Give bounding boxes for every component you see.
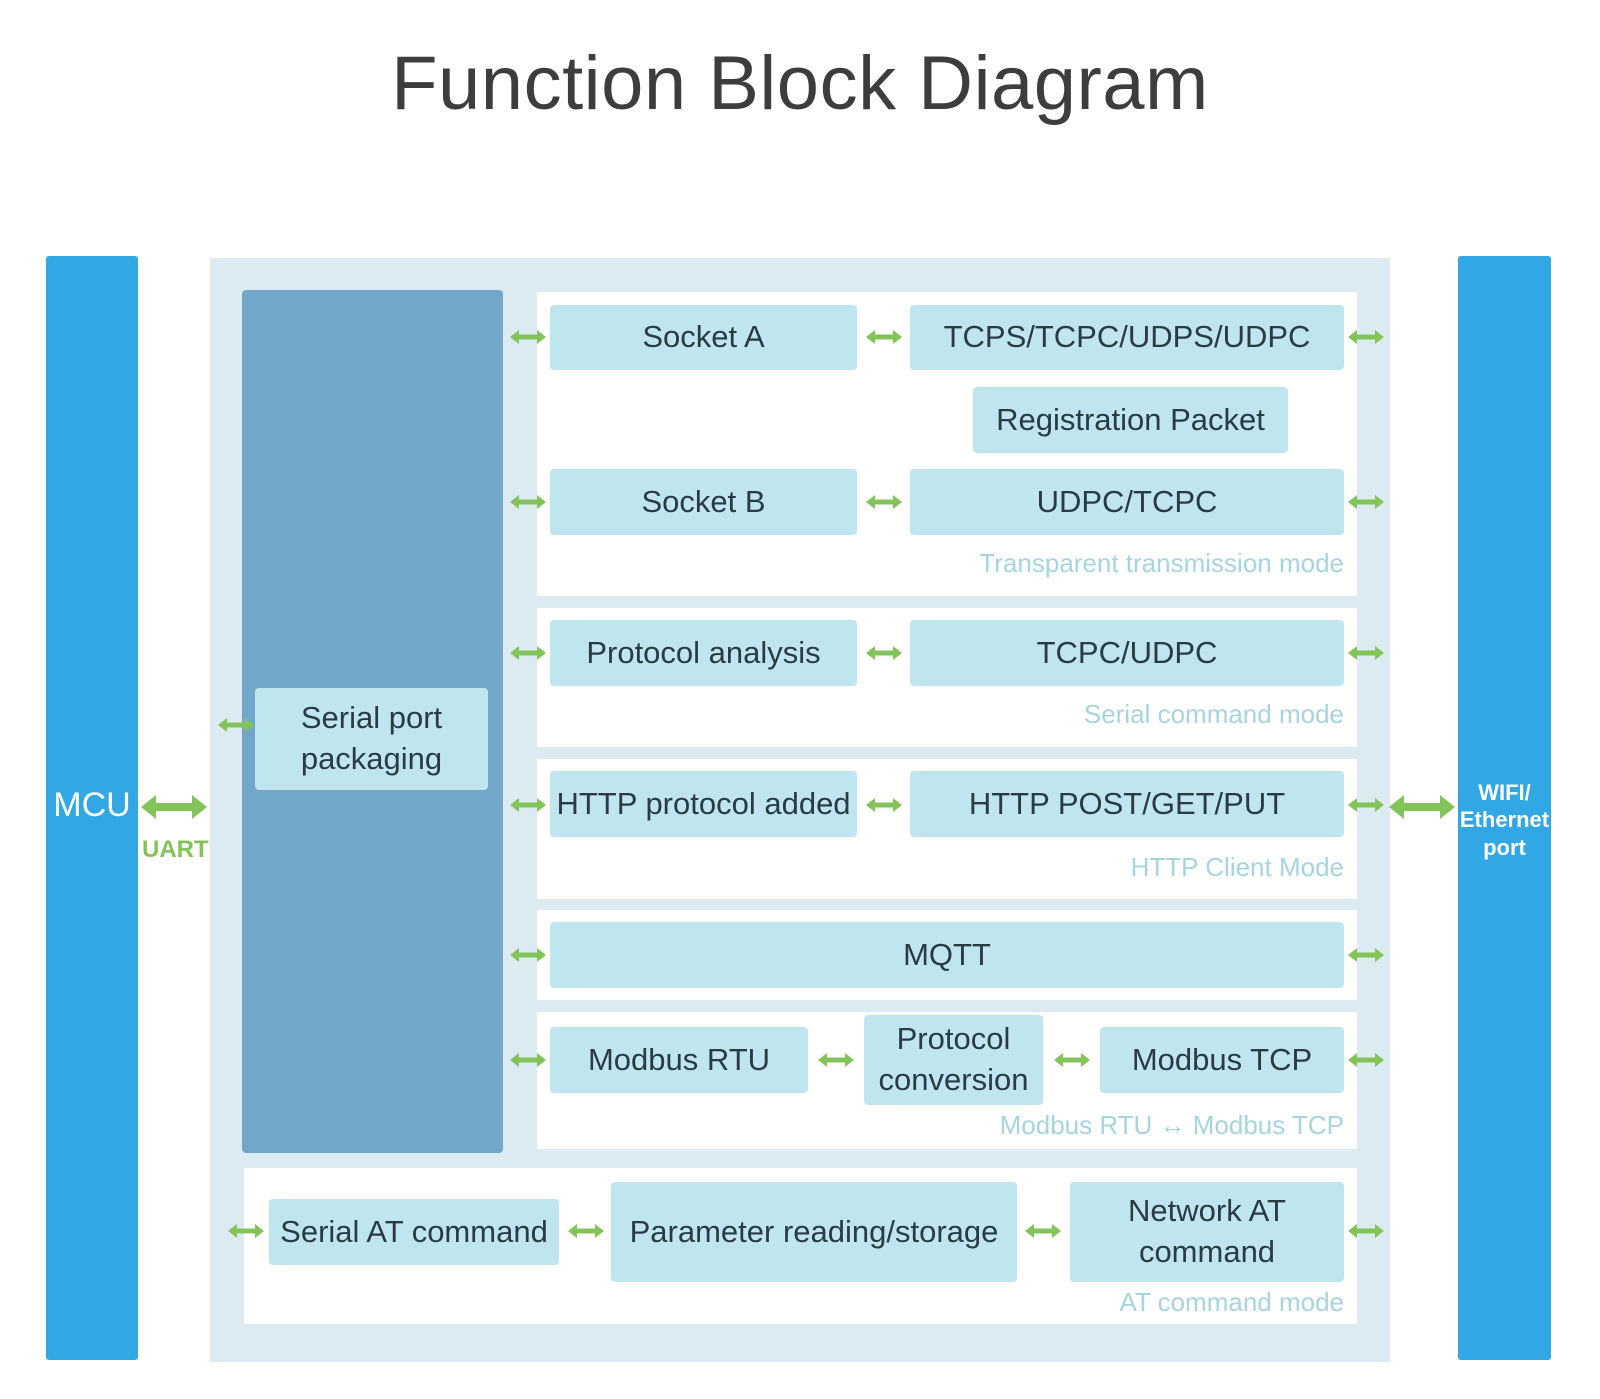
double-arrow-icon — [228, 1224, 264, 1238]
double-arrow-icon — [510, 330, 546, 344]
double-arrow-icon — [510, 1053, 546, 1067]
mcu-bar — [46, 256, 138, 1360]
double-arrow-icon — [1348, 330, 1384, 344]
modbus-rtu-box: Modbus RTU — [550, 1027, 808, 1093]
double-arrow-icon — [1348, 798, 1384, 812]
udpc-tcpc-box: UDPC/TCPC — [910, 469, 1344, 535]
double-arrow-icon — [1054, 1053, 1090, 1067]
serial-command-mode-label: Serial command mode — [1083, 699, 1344, 729]
http-client-mode-label: HTTP Client Mode — [1130, 852, 1344, 882]
double-arrow-icon — [510, 798, 546, 812]
tcpc-udpc-box: TCPC/UDPC — [910, 620, 1344, 686]
double-arrow-icon — [866, 330, 902, 344]
mcu-label: MCU — [53, 785, 131, 824]
double-arrow-icon — [866, 495, 902, 509]
protocol-analysis-box: Protocol analysis — [550, 620, 857, 686]
double-arrow-icon — [1348, 1224, 1384, 1238]
double-arrow-icon — [1348, 495, 1384, 509]
serial-at-command-box: Serial AT command — [269, 1199, 559, 1265]
double-arrow-icon — [1348, 948, 1384, 962]
protocol-conversion-box: Protocol conversion — [864, 1015, 1043, 1105]
double-arrow-icon — [1348, 646, 1384, 660]
registration-packet-box: Registration Packet — [973, 387, 1288, 453]
double-arrow-icon — [218, 718, 254, 732]
parameter-reading-storage-box: Parameter reading/storage — [611, 1182, 1017, 1282]
network-at-command-box: Network AT command — [1070, 1182, 1344, 1282]
mqtt-box: MQTT — [550, 922, 1344, 988]
double-arrow-icon — [866, 798, 902, 812]
port-double-arrow-icon — [1389, 795, 1455, 819]
port-bar — [1458, 256, 1551, 1360]
double-arrow-icon — [818, 1053, 854, 1067]
uart-double-arrow-icon — [141, 795, 207, 819]
at-command-mode-label: AT command mode — [1119, 1287, 1344, 1317]
double-arrow-icon — [1025, 1224, 1061, 1238]
modbus-tcp-box: Modbus TCP — [1100, 1027, 1344, 1093]
socket-b-box: Socket B — [550, 469, 857, 535]
page-title: Function Block Diagram — [391, 41, 1209, 126]
double-arrow-icon — [510, 948, 546, 962]
double-arrow-icon — [568, 1224, 604, 1238]
http-protocol-added-box: HTTP protocol added — [550, 771, 857, 837]
double-arrow-icon — [510, 646, 546, 660]
http-post-get-put-box: HTTP POST/GET/PUT — [910, 771, 1344, 837]
tcps-tcpc-udps-udpc-box: TCPS/TCPC/UDPS/UDPC — [910, 305, 1344, 370]
serial-port-packaging-box: Serial port packaging — [255, 688, 488, 790]
uart-label: UART — [142, 836, 209, 863]
double-arrow-icon — [510, 495, 546, 509]
double-arrow-icon — [866, 646, 902, 660]
modbus-mode-label: Modbus RTU ↔ Modbus TCP — [999, 1110, 1344, 1140]
socket-a-box: Socket A — [550, 305, 857, 370]
transparent-mode-label: Transparent transmission mode — [979, 548, 1344, 578]
double-arrow-icon — [1348, 1053, 1384, 1067]
port-label: WIFI/ Ethernet port — [1459, 779, 1550, 860]
